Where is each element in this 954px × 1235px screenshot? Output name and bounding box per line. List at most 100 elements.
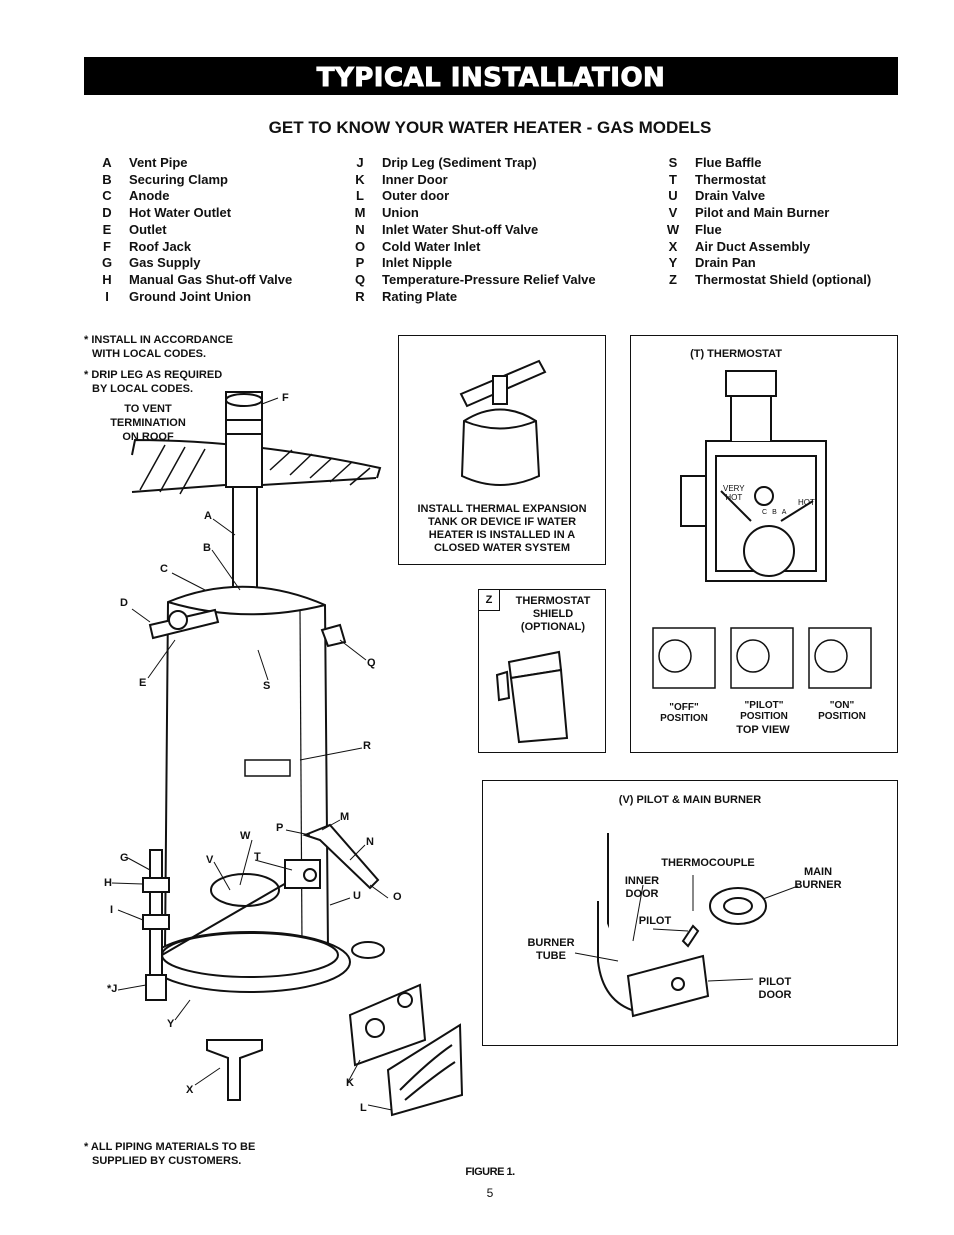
thermostat-control	[284, 859, 321, 889]
vent-pipe	[232, 486, 258, 598]
burner-tube-line-2: TUBE	[536, 950, 566, 962]
legend-key: R	[355, 288, 365, 304]
legend-value: Flue	[695, 221, 722, 237]
expansion-tank-drawing	[459, 359, 547, 486]
part-label-r: R	[363, 740, 371, 752]
legend-key: N	[355, 221, 365, 237]
very-hot-text: HOT	[725, 493, 743, 502]
shield-caption: THERMOSTAT SHIELD (OPTIONAL)	[501, 595, 605, 634]
legend-row: C Anode	[95, 188, 292, 205]
pilot-door-line-1: PILOT	[758, 976, 792, 988]
off-text: "OFF"	[669, 702, 699, 713]
note-piping-line-2: SUPPLIED BY CUSTOMERS.	[92, 1155, 242, 1167]
page-number: 5	[486, 1186, 494, 1200]
legend-value: Anode	[129, 188, 170, 204]
expansion-note: INSTALL THERMAL EXPANSION TANK OR DEVICE…	[399, 503, 605, 555]
relief-valve	[320, 623, 347, 648]
figure-caption: FIGURE 1.	[465, 1166, 515, 1178]
off-position-label: "OFF" POSITION	[649, 702, 719, 724]
part-label-j: *J	[107, 983, 118, 995]
setting-b: B	[772, 509, 777, 516]
part-label-g: G	[120, 852, 129, 864]
part-label-l: L	[360, 1102, 367, 1114]
page-title: TYPICAL INSTALLATION	[316, 63, 666, 94]
part-label-t: T	[254, 851, 261, 863]
legend-value: Hot Water Outlet	[129, 205, 232, 221]
part-label-c: C	[160, 563, 168, 575]
note-piping: * ALL PIPING MATERIALS TO BE SUPPLIED BY…	[84, 1140, 255, 1168]
tank-seam	[299, 609, 303, 946]
thermostat-title: (T) THERMOSTAT	[690, 348, 782, 360]
legend-key: D	[102, 205, 112, 221]
drain-pan-outlet	[351, 941, 385, 959]
roof-jack-cap	[225, 393, 263, 407]
thermocouple-label: THERMOCOUPLE	[661, 857, 755, 869]
part-label-y: Y	[167, 1018, 175, 1030]
pilot-door-label: PILOT DOOR	[745, 976, 805, 1002]
legend-value: Drain Pan	[695, 255, 756, 271]
top-view-label: TOP VIEW	[736, 724, 790, 736]
legend-value: Inner Door	[382, 171, 448, 187]
cold-inlet-pipe	[302, 823, 380, 890]
note-install-line-2: WITH LOCAL CODES.	[92, 348, 207, 360]
on-text: "ON"	[829, 700, 855, 711]
legend-value: Outer door	[382, 188, 450, 204]
legend-key: X	[668, 238, 678, 254]
part-label-o: O	[393, 891, 402, 903]
thermostat-shield-panel: Z THERMOSTAT SHIELD (OPTIONAL)	[478, 589, 606, 753]
legend-value: Inlet Water Shut-off Valve	[382, 221, 539, 237]
note-install-line-1: * INSTALL IN ACCORDANCE	[84, 334, 233, 346]
pilot-position-text: POSITION	[740, 711, 788, 722]
burner-tube-line-1: BURNER	[527, 937, 575, 949]
part-label-a: A	[204, 510, 212, 522]
legend-value: Thermostat	[695, 171, 766, 187]
setting-a: A	[781, 509, 787, 516]
expansion-note-line-2: TANK OR DEVICE IF WATER	[427, 516, 577, 528]
legend-key: A	[102, 155, 112, 170]
shield-caption-line-2: SHIELD	[532, 608, 574, 620]
legend-key: C	[102, 188, 112, 204]
thermostat-drawing	[652, 370, 872, 689]
part-label-n: N	[366, 836, 374, 848]
legend-value: Union	[382, 205, 419, 221]
legend-value: Temperature-Pressure Relief Valve	[382, 271, 596, 287]
part-label-k: K	[346, 1077, 354, 1089]
legend-value: Flue Baffle	[695, 155, 762, 170]
part-label-m: M	[340, 811, 350, 823]
note-vent-line-1: TO VENT	[124, 403, 172, 415]
legend-key: B	[102, 171, 112, 187]
legend-value: Inlet Nipple	[382, 255, 453, 271]
burner-tube	[161, 874, 301, 956]
part-label-f: F	[282, 392, 289, 404]
legend-value: Drain Valve	[695, 188, 766, 204]
legend-key: F	[103, 238, 111, 254]
legend-value: Securing Clamp	[129, 171, 228, 187]
legend-row: N Inlet Water Shut-off Valve	[348, 222, 596, 239]
expansion-note-line-3: HEATER IS INSTALLED IN A	[428, 529, 576, 541]
part-label-d: D	[120, 597, 128, 609]
note-vent-line-2: TERMINATION	[110, 417, 186, 429]
legend-row: U Drain Valve	[661, 188, 871, 205]
hot-label: HOT	[798, 498, 815, 507]
inner-door-line-2: DOOR	[625, 888, 659, 900]
legend-row: B Securing Clamp	[95, 172, 292, 189]
legend-key: O	[354, 238, 366, 254]
legend-key: U	[668, 188, 678, 204]
main-burner-line-1: MAIN	[803, 866, 833, 878]
note-install: * INSTALL IN ACCORDANCE WITH LOCAL CODES…	[84, 333, 233, 361]
